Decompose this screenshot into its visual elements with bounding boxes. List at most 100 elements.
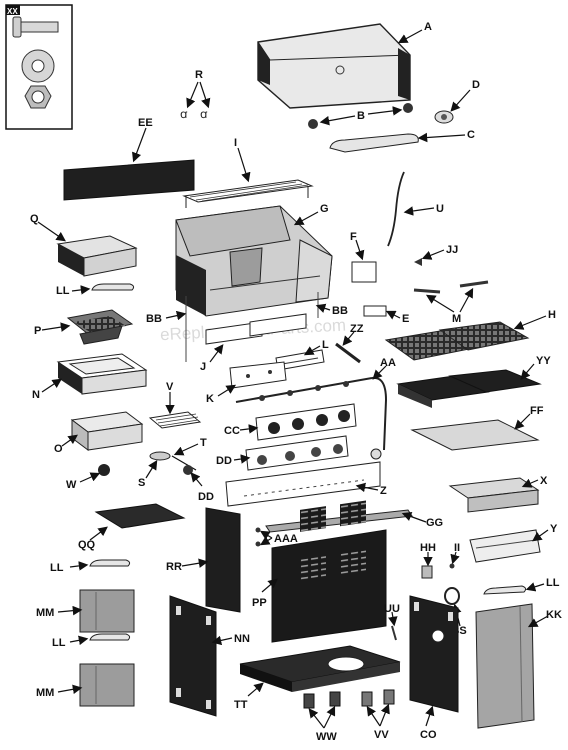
part-dd-knob-small	[183, 465, 193, 475]
part-t-knob	[149, 451, 171, 461]
part-x-side-shelf	[448, 477, 540, 513]
part-p-burner-basket	[66, 309, 134, 345]
svg-text:ꭤ: ꭤ	[180, 107, 188, 121]
label-aa: AA	[380, 357, 396, 369]
label-xx: XX	[7, 7, 18, 16]
part-z-control-panel	[225, 461, 381, 507]
part-c-handle	[329, 133, 419, 153]
label-ll-2: LL	[50, 562, 64, 574]
part-e-plate	[363, 305, 387, 317]
part-gg-rail	[265, 509, 413, 533]
part-u-tube	[387, 171, 405, 247]
part-j-heat-tents	[205, 313, 307, 345]
label-t: T	[200, 437, 207, 449]
label-r: R	[195, 69, 203, 81]
label-zz: ZZ	[350, 323, 364, 335]
label-ii: II	[454, 542, 460, 554]
part-yy-drip-trays	[396, 369, 542, 408]
part-y-side-shelf	[469, 529, 541, 563]
part-vv-casters	[361, 689, 395, 707]
part-qq-shelf	[94, 503, 186, 529]
part-co-side-panel	[409, 595, 459, 713]
part-n-frame	[56, 353, 148, 395]
part-v-grate-insert	[148, 411, 202, 429]
part-k-flame-tamers	[229, 361, 287, 389]
label-j: J	[200, 361, 206, 373]
label-b: B	[357, 110, 365, 122]
label-gg: GG	[426, 517, 443, 529]
label-qq: QQ	[78, 539, 96, 551]
part-m-brackets	[413, 280, 489, 294]
part-d-thermometer	[434, 110, 454, 124]
part-ee-panel	[63, 159, 195, 201]
label-m: M	[452, 313, 461, 325]
part-hh-bracket	[421, 565, 433, 579]
label-aaa: AAA	[274, 533, 298, 545]
label-u: U	[436, 203, 444, 215]
label-jj: JJ	[446, 244, 458, 256]
part-ll-handle-4	[89, 633, 131, 641]
label-tt: TT	[234, 699, 248, 711]
label-y: Y	[550, 523, 558, 535]
part-zz-rail	[335, 342, 361, 364]
part-b-handle-mounts	[308, 103, 413, 129]
label-w: W	[66, 479, 77, 491]
label-v: V	[166, 381, 174, 393]
part-tt-bottom-shelf	[239, 645, 401, 692]
label-p: P	[34, 325, 41, 337]
bolt-icon	[12, 16, 59, 38]
part-ll-handle-3	[483, 585, 527, 595]
washer-icon	[21, 49, 55, 83]
label-s: S	[138, 477, 145, 489]
part-pp-back-panel	[271, 500, 387, 643]
label-o: O	[54, 443, 63, 455]
part-ii-clip	[449, 563, 455, 569]
label-cc: CC	[224, 425, 240, 437]
label-n: N	[32, 389, 40, 401]
part-ss-ring	[444, 587, 460, 605]
label-l: L	[322, 339, 329, 351]
part-dd-knob-row	[245, 435, 349, 471]
label-i: I	[234, 137, 237, 149]
label-a: A	[424, 21, 432, 33]
label-z: Z	[380, 485, 387, 497]
part-g-firebox	[175, 205, 333, 317]
label-vv: VV	[374, 729, 389, 741]
label-x: X	[540, 475, 548, 487]
label-g: G	[320, 203, 329, 215]
label-ee: EE	[138, 117, 153, 129]
label-dd-1: DD	[216, 455, 232, 467]
label-rr: RR	[166, 561, 182, 573]
label-yy: YY	[536, 355, 551, 367]
label-bb-1: BB	[146, 313, 162, 325]
label-mm-1: MM	[36, 607, 54, 619]
label-ww: WW	[316, 731, 337, 743]
label-e: E	[402, 313, 409, 325]
nut-icon	[24, 85, 52, 109]
part-aaa-screws	[255, 527, 261, 547]
part-uu-bracket	[391, 625, 397, 641]
svg-text:ꭤ: ꭤ	[200, 107, 208, 121]
part-ww-casters	[303, 691, 341, 709]
part-mm-door-1	[79, 589, 135, 633]
part-i-warming-rack	[182, 179, 314, 208]
label-pp: PP	[252, 597, 267, 609]
label-hh: HH	[420, 542, 436, 554]
label-h: H	[548, 309, 556, 321]
part-w-knob	[98, 464, 110, 476]
part-jj-knob	[414, 258, 422, 266]
label-ff: FF	[530, 405, 544, 417]
label-bb-2: BB	[332, 305, 348, 317]
label-ll-1: LL	[56, 285, 70, 297]
part-a-hood	[257, 23, 411, 109]
part-o-bezel	[70, 411, 144, 451]
label-d: D	[472, 79, 480, 91]
label-c: C	[467, 129, 475, 141]
label-ll-3: LL	[546, 577, 560, 589]
part-f-plate	[351, 261, 377, 283]
part-rr-door	[205, 507, 241, 613]
part-h-cooking-grates	[384, 321, 530, 361]
label-ll-4: LL	[52, 637, 66, 649]
part-kk-door	[475, 603, 535, 729]
